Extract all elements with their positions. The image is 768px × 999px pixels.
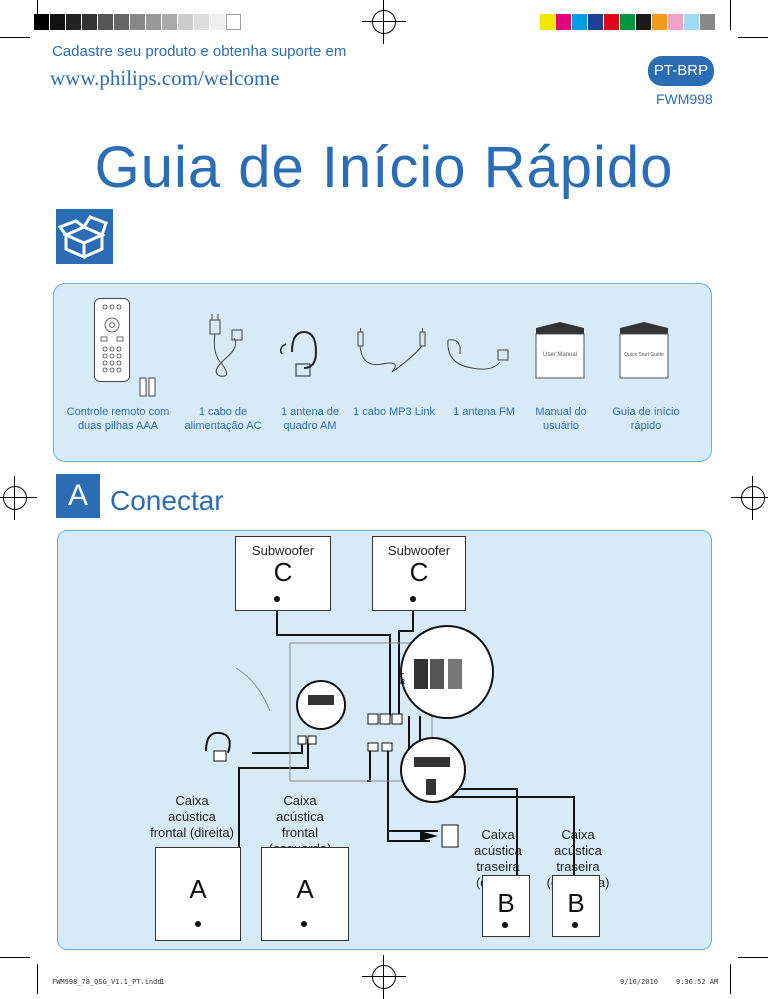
connection-diagram-panel: L R Subwoofer C Subwoofer C Caixa acústi… <box>57 530 712 950</box>
crop-mark <box>37 964 38 994</box>
footer-filename: FWM998_78_QSG_V1.1_PT.indd <box>52 978 162 986</box>
user-manual-title: User Manual <box>542 352 577 358</box>
crop-mark <box>0 957 30 958</box>
registration-mark <box>362 955 406 999</box>
model-number: FWM998 <box>656 91 713 107</box>
accessory-label: 1 cabo MP3 Link <box>353 406 435 418</box>
crop-mark <box>0 37 30 38</box>
subwoofer-right-label: Subwoofer <box>387 543 451 558</box>
user-manual-icon: User Manual <box>532 320 588 380</box>
rear-right-speaker: B <box>482 875 530 937</box>
welcome-url[interactable]: www.philips.com/welcome <box>50 66 280 90</box>
footer-page: 1 <box>160 978 165 986</box>
accessory-label: 1 cabo de alimentação AC <box>184 406 262 432</box>
package-icon <box>56 209 113 264</box>
registration-mark <box>0 476 37 520</box>
crop-mark <box>37 0 38 30</box>
front-right-letter: A <box>189 874 207 904</box>
footer-time: 9:36:52 AM <box>676 978 719 986</box>
mp3-link-cable-icon <box>352 328 432 374</box>
crop-mark <box>730 964 731 994</box>
aaa-batteries-icon <box>138 376 158 398</box>
connector-dot <box>572 922 578 928</box>
connector-dot <box>301 921 307 927</box>
registration-mark <box>731 476 768 520</box>
rear-right-letter: B <box>497 888 515 918</box>
accessory-label: Manual do usuário <box>535 406 587 432</box>
register-text: Cadastre seu produto e obtenha suporte e… <box>52 43 347 60</box>
color-bar <box>540 7 720 30</box>
quick-start-guide-title: Quick Start Guide <box>624 352 664 358</box>
accessory-label: Controle remoto com duas pilhas AAA <box>66 406 170 432</box>
quick-start-guide-icon: Quick Start Guide <box>616 320 672 380</box>
region-badge: PT-BRP <box>648 56 714 86</box>
crop-mark <box>738 37 768 38</box>
front-left-speaker: A <box>261 847 349 941</box>
front-left-letter: A <box>296 874 314 904</box>
connector-dot <box>502 922 508 928</box>
connector-dot <box>195 921 201 927</box>
section-a-badge: A <box>56 474 100 518</box>
rear-left-letter: B <box>567 888 585 918</box>
port-label-r: R <box>400 679 406 686</box>
page-title: Guia de Início Rápido <box>94 135 674 200</box>
subwoofer-right-letter: C <box>409 557 429 587</box>
wiring-lines <box>205 599 575 931</box>
registration-mark <box>362 0 406 44</box>
connector-dot <box>274 596 280 602</box>
accessory-label: 1 antena de quadro AM <box>280 406 340 432</box>
accessories-panel: User Manual Quick Start Guide Controle r… <box>53 283 712 462</box>
subwoofer-left-label: Subwoofer <box>251 543 315 558</box>
subwoofer-left-letter: C <box>273 557 293 587</box>
am-loop-antenna-icon <box>276 324 326 380</box>
accessory-label: Guia de início rápido <box>612 406 680 432</box>
crop-mark <box>738 957 768 958</box>
crop-mark <box>730 0 731 30</box>
grayscale-bar <box>34 7 244 30</box>
subwoofer-left: Subwoofer C <box>235 536 331 611</box>
footer-date: 9/16/2010 <box>620 978 658 986</box>
remote-control-icon <box>94 298 130 382</box>
section-a-title: Conectar <box>110 485 224 516</box>
connector-dot <box>410 596 416 602</box>
front-right-caption: Caixa acústica frontal (direita) <box>150 793 234 840</box>
subwoofer-right: Subwoofer C <box>372 536 466 611</box>
ac-power-cable-icon <box>202 314 252 382</box>
port-label-l: L <box>400 669 405 676</box>
fm-antenna-icon <box>442 334 514 376</box>
accessory-label: 1 antena FM <box>453 406 515 418</box>
